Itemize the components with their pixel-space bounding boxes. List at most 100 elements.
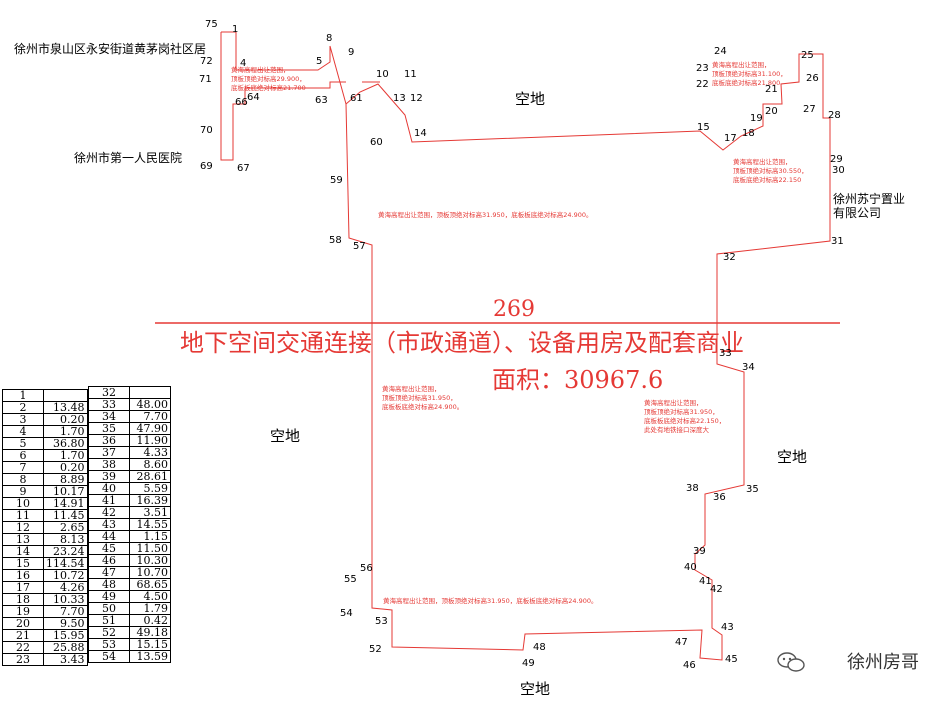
vertex-label: 53 xyxy=(375,616,388,627)
parcel-boundary-west-strip xyxy=(220,32,346,161)
edge-length: 7.70 xyxy=(43,605,88,618)
vertex-label: 20 xyxy=(765,106,778,117)
watermark: 徐州房哥 xyxy=(847,652,919,673)
edge-length: 3.51 xyxy=(129,506,171,519)
elevation-note-3: 黄海高程出让范围，顶板顶绝对标高30.550，底板底绝对标高22.150 xyxy=(733,158,808,184)
edge-length: 10.70 xyxy=(129,566,171,579)
vertex-label: 55 xyxy=(344,574,357,585)
edge-length xyxy=(129,386,171,399)
neighbor-company-2: 有限公司 xyxy=(833,206,882,220)
edge-length: 13.48 xyxy=(43,401,88,414)
vertex-label: 22 xyxy=(696,79,709,90)
edge-length: 1.70 xyxy=(43,449,88,462)
edge-length: 68.65 xyxy=(129,578,171,591)
vertex-label: 34 xyxy=(742,362,755,373)
vertex-label: 72 xyxy=(200,56,213,67)
vertex-label: 42 xyxy=(710,584,723,595)
parcel-area: 面积：30967.6 xyxy=(492,366,664,394)
vertex-label: 59 xyxy=(330,175,343,186)
vertex-label: 66 xyxy=(235,97,248,108)
point-number: 36 xyxy=(88,434,130,447)
vertex-label: 48 xyxy=(533,642,546,653)
vertex-label: 14 xyxy=(414,128,427,139)
point-number: 4 xyxy=(2,425,44,438)
point-number: 34 xyxy=(88,410,130,423)
vertex-label: 39 xyxy=(693,546,706,557)
edge-length: 4.33 xyxy=(129,446,171,459)
parcel-boundary-link2 xyxy=(346,104,372,245)
vertex-label: 9 xyxy=(348,47,355,58)
point-number: 50 xyxy=(88,602,130,615)
point-number: 2 xyxy=(2,401,44,414)
vertex-label: 1 xyxy=(232,24,239,35)
edge-length: 16.39 xyxy=(129,494,171,507)
edge-length: 14.91 xyxy=(43,497,88,510)
edge-length: 28.61 xyxy=(129,470,171,483)
vertex-label: 23 xyxy=(696,63,709,74)
vertex-label: 67 xyxy=(237,163,250,174)
edge-length: 11.45 xyxy=(43,509,88,522)
point-number: 11 xyxy=(2,509,44,522)
edge-length: 0.42 xyxy=(129,614,171,627)
vertex-label: 25 xyxy=(801,50,814,61)
vertex-label: 35 xyxy=(746,484,759,495)
vertex-label: 71 xyxy=(199,74,212,85)
open-space-label: 空地 xyxy=(270,427,301,445)
point-number: 54 xyxy=(88,650,130,663)
open-space-label: 空地 xyxy=(777,448,808,466)
vertex-label: 46 xyxy=(683,660,696,671)
point-number: 45 xyxy=(88,542,130,555)
point-number: 8 xyxy=(2,473,44,486)
vertex-label: 70 xyxy=(200,125,213,136)
vertex-label: 11 xyxy=(404,69,417,80)
vertex-label: 32 xyxy=(723,252,736,263)
elevation-note-4: 黄海高程出让范围，顶板顶绝对标高31.950，底板板底绝对标高24.900。 xyxy=(378,211,593,219)
vertex-label: 28 xyxy=(828,110,841,121)
table-row: 1 xyxy=(2,389,88,402)
edge-length xyxy=(43,389,88,402)
point-number: 32 xyxy=(88,386,130,399)
edge-length: 9.50 xyxy=(43,617,88,630)
edge-length: 0.20 xyxy=(43,461,88,474)
edge-length: 13.59 xyxy=(129,650,171,663)
vertex-label: 40 xyxy=(684,562,697,573)
parcel-title: 地下空间交通连接（市政通道）、设备用房及配套商业 xyxy=(180,329,744,357)
edge-length: 1.79 xyxy=(129,602,171,615)
vertex-label: 15 xyxy=(697,122,710,133)
edge-length: 4.50 xyxy=(129,590,171,603)
vertex-label: 36 xyxy=(713,492,726,503)
vertex-label: 17 xyxy=(724,133,737,144)
edge-length: 8.13 xyxy=(43,533,88,546)
point-number: 53 xyxy=(88,638,130,651)
vertex-label: 60 xyxy=(370,137,383,148)
vertex-label: 52 xyxy=(369,644,382,655)
neighbor-hospital: 徐州市第一人民医院 xyxy=(74,151,183,165)
point-number: 6 xyxy=(2,449,44,462)
point-number: 23 xyxy=(2,653,44,666)
edge-length: 23.24 xyxy=(43,545,88,558)
vertex-label: 57 xyxy=(353,241,366,252)
elevation-note-5: 黄海高程出让范围，顶板顶绝对标高31.950，底板板底绝对标高24.900。 xyxy=(382,385,464,411)
